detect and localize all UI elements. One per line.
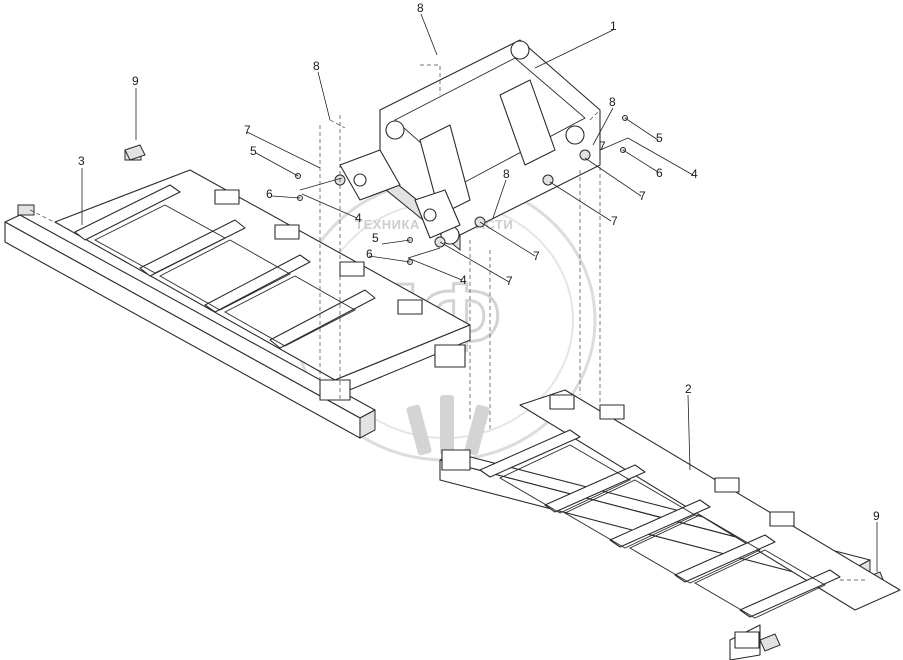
center-hitch-assembly: [334, 39, 601, 252]
callout-1: 1: [610, 19, 617, 33]
callout-4: 4: [355, 211, 362, 225]
callout-8: 8: [503, 167, 510, 181]
callout-2: 2: [685, 382, 692, 396]
callout-7: 7: [506, 274, 513, 288]
callout-7: 7: [599, 139, 606, 153]
callout-7: 7: [533, 249, 540, 263]
pins-and-washers: [295, 115, 629, 265]
callout-6: 6: [366, 247, 373, 261]
callout-8: 8: [417, 1, 424, 15]
leader-lines: [81, 13, 878, 572]
assembly-guide-lines: [29, 64, 865, 581]
callout-6: 6: [656, 166, 663, 180]
callout-4: 4: [691, 167, 698, 181]
callout-5: 5: [250, 144, 257, 158]
callout-4: 4: [460, 273, 467, 287]
left-frame-section: [4, 149, 471, 439]
callout-7: 7: [639, 189, 646, 203]
callout-8: 8: [313, 59, 320, 73]
right-frame-section: [439, 389, 901, 660]
callout-6: 6: [266, 187, 273, 201]
callout-9: 9: [873, 509, 880, 523]
callout-3: 3: [78, 154, 85, 168]
callout-7: 7: [611, 214, 618, 228]
callout-5: 5: [656, 131, 663, 145]
callout-7: 7: [244, 123, 251, 137]
callout-labels: 1 2 3 4 4 4 5 5 5 6 6 6 7 7 7 7 7 7 8 8 …: [78, 1, 880, 523]
callout-9: 9: [132, 74, 139, 88]
callout-8: 8: [609, 95, 616, 109]
watermark-wheat-icon: [406, 395, 490, 456]
callout-5: 5: [372, 231, 379, 245]
